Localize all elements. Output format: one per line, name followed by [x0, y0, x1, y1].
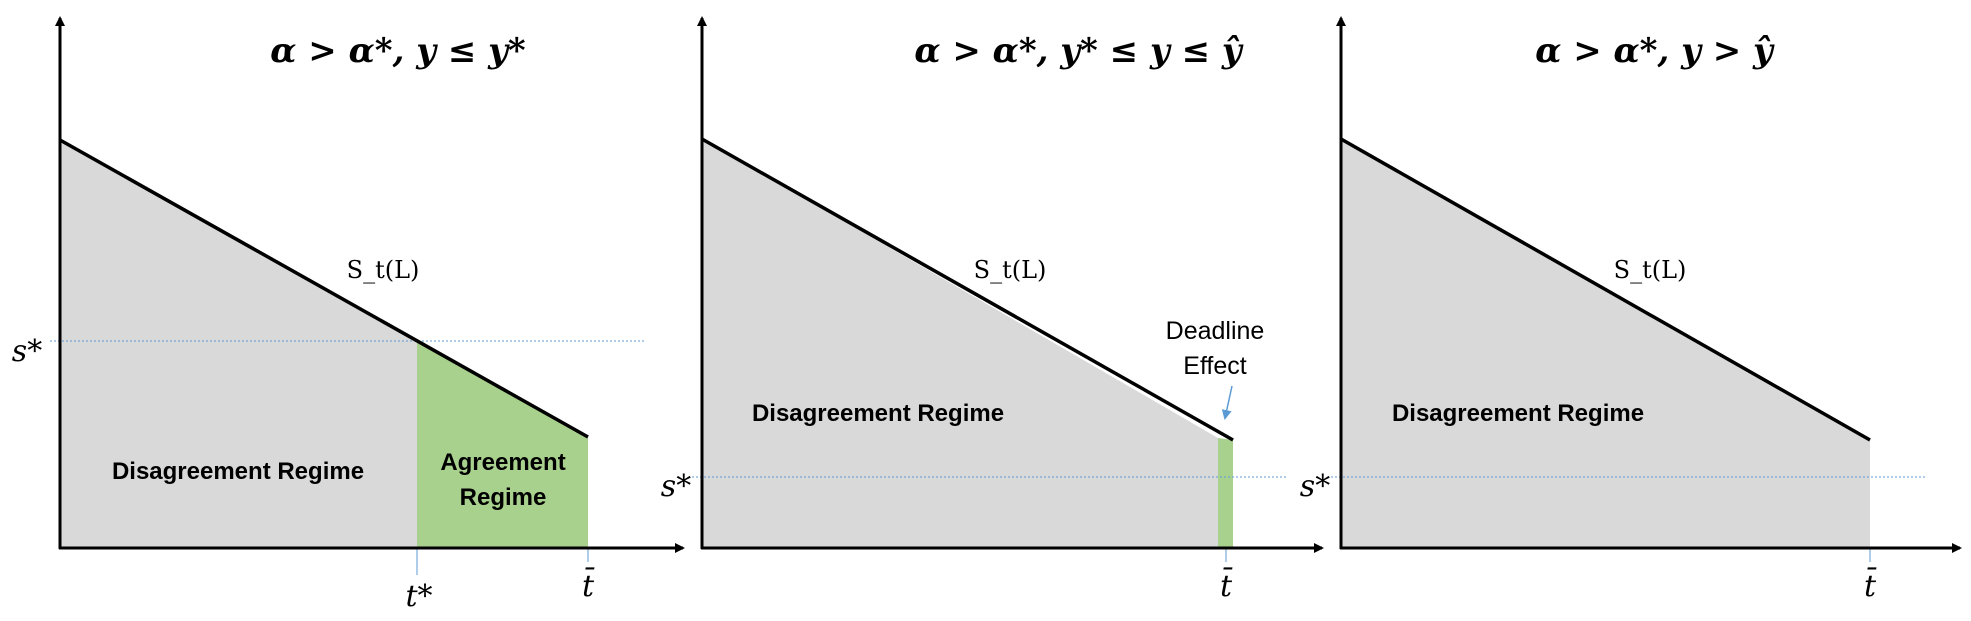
- panel-2: α > α*, y* ≤ y ≤ ŷ S_t(L) s* Disagreemen…: [661, 16, 1324, 604]
- disagreement-label: Disagreement Regime: [1392, 400, 1644, 427]
- disagreement-region: [702, 139, 1218, 548]
- agreement-region: [417, 342, 588, 548]
- s-star-label: s*: [661, 469, 691, 504]
- curve-line: [701, 137, 1234, 442]
- t-bar-label: t̄: [1220, 566, 1233, 604]
- t-bar-label: t̄: [1864, 566, 1877, 604]
- panel-title: α > α*, y > ŷ: [1535, 31, 1775, 71]
- panel-title: α > α*, y* ≤ y ≤ ŷ: [914, 31, 1244, 71]
- curve-label: S_t(L): [974, 256, 1047, 284]
- panel-3: α > α*, y > ŷ S_t(L) s* Disagreement Reg…: [1300, 16, 1962, 604]
- disagreement-region: [60, 140, 417, 548]
- disagreement-label: Disagreement Regime: [112, 458, 364, 485]
- disagreement-label: Disagreement Regime: [752, 400, 1004, 427]
- deadline-label-line1: Deadline: [1166, 317, 1265, 345]
- s-star-label: s*: [1300, 469, 1330, 504]
- panel-1: α > α*, y ≤ y* S_t(L) s* Disagreement Re…: [12, 16, 685, 614]
- curve-line: [1340, 137, 1871, 442]
- deadline-label-line2: Effect: [1183, 352, 1247, 380]
- t-bar-label: t̄: [582, 566, 595, 604]
- curve-label: S_t(L): [1614, 256, 1687, 284]
- s-star-label: s*: [12, 334, 42, 369]
- agreement-label-line1: Agreement: [440, 449, 565, 476]
- deadline-arrow: [1221, 385, 1233, 420]
- deadline-region: [1218, 438, 1233, 548]
- disagreement-region: [1341, 139, 1870, 548]
- t-star-label: t*: [405, 579, 432, 614]
- panel-title: α > α*, y ≤ y*: [270, 31, 526, 71]
- curve-line: [59, 138, 589, 439]
- agreement-label-line2: Regime: [460, 484, 547, 511]
- curve-label: S_t(L): [347, 256, 420, 284]
